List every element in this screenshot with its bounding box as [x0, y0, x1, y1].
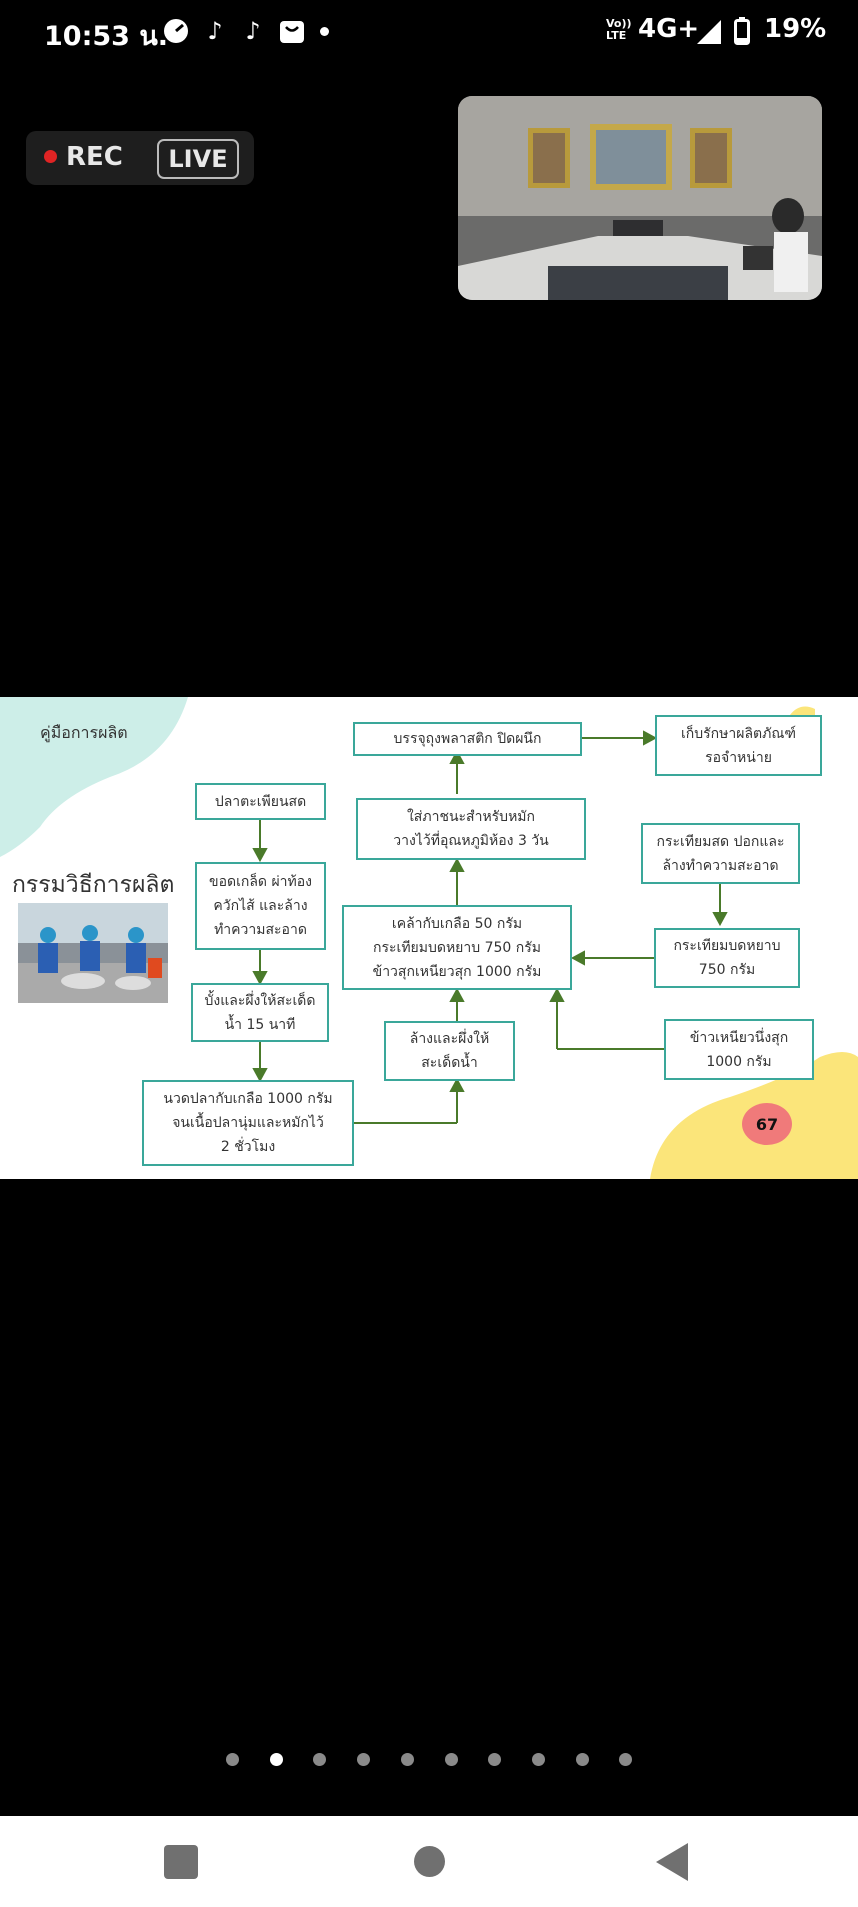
shopping-bag-icon — [278, 17, 306, 45]
back-button[interactable] — [656, 1843, 688, 1885]
step-wash: ล้างและผึ่งให้ สะเด็ดน้ำ — [384, 1021, 515, 1081]
volte-icon: Vo))LTE — [606, 17, 632, 42]
rec-label: REC — [66, 142, 123, 172]
dot-icon — [320, 27, 329, 36]
tiktok-icon: ♪ — [245, 17, 261, 45]
signal-icon — [697, 20, 721, 48]
step-fresh-fish: ปลาตะเพียนสด — [195, 783, 326, 820]
step-knead: นวดปลากับเกลือ 1000 กรัม จนเนื้อปลานุ่มแ… — [142, 1080, 354, 1166]
status-bar: 10:53 น. ♪ ♪ Vo))LTE 4G+ 19% — [0, 0, 858, 64]
page-dot[interactable] — [226, 1753, 239, 1766]
step-garlic-fresh: กระเทียมสด ปอกและ ล้างทำความสะอาด — [641, 823, 800, 884]
page-dot[interactable] — [619, 1753, 633, 1766]
page-dot[interactable] — [357, 1753, 371, 1766]
step-drain: บั้งและผึ่งให้สะเด็ด น้ำ 15 นาที — [191, 983, 329, 1042]
step-store: เก็บรักษาผลิตภัณฑ์ รอจำหน่าย — [655, 715, 822, 776]
step-rice: ข้าวเหนียวนึ่งสุก 1000 กรัม — [664, 1019, 814, 1080]
camera-preview[interactable] — [458, 96, 822, 300]
live-label: LIVE — [157, 139, 239, 179]
page-dot[interactable] — [575, 1753, 589, 1766]
step-mix: เคล้ากับเกลือ 50 กรัม กระเทียมบดหยาบ 750… — [342, 905, 572, 990]
page-dot[interactable] — [488, 1753, 502, 1766]
slide-header: คู่มือการผลิต — [40, 723, 128, 742]
page-dot[interactable] — [531, 1753, 545, 1766]
step-pack: บรรจุถุงพลาสติก ปิดผนึก — [353, 722, 582, 756]
status-time: 10:53 น. — [44, 21, 169, 52]
workers-photo — [18, 903, 168, 1003]
battery-icon — [734, 17, 750, 49]
battery-percent: 19% — [764, 14, 827, 44]
network-type: 4G+ — [638, 14, 700, 44]
record-dot-icon — [44, 150, 57, 163]
step-garlic-crushed: กระเทียมบดหยาบ 750 กรัม — [654, 928, 800, 988]
page-dot[interactable] — [269, 1753, 283, 1766]
page-dot[interactable] — [444, 1753, 458, 1766]
navigation-bar — [0, 1816, 858, 1907]
speedometer-icon — [162, 17, 190, 45]
page-number: 67 — [742, 1103, 792, 1145]
page-dot[interactable] — [400, 1753, 414, 1766]
page-dot[interactable] — [313, 1753, 327, 1766]
presentation-slide: คู่มือการผลิต กรรมวิธีการผลิต ปลาตะเพียน… — [0, 697, 858, 1179]
step-ferment: ใส่ภาชนะสำหรับหมัก วางไว้ที่อุณหภูมิห้อง… — [356, 798, 586, 860]
tiktok-icon: ♪ — [207, 17, 223, 45]
slide-title: กรรมวิธีการผลิต — [12, 872, 175, 898]
recents-button[interactable] — [164, 1845, 198, 1879]
home-button[interactable] — [414, 1846, 445, 1877]
step-scale-gut: ขอดเกล็ด ผ่าท้อง ควักไส้ และล้าง ทำความส… — [195, 862, 326, 950]
